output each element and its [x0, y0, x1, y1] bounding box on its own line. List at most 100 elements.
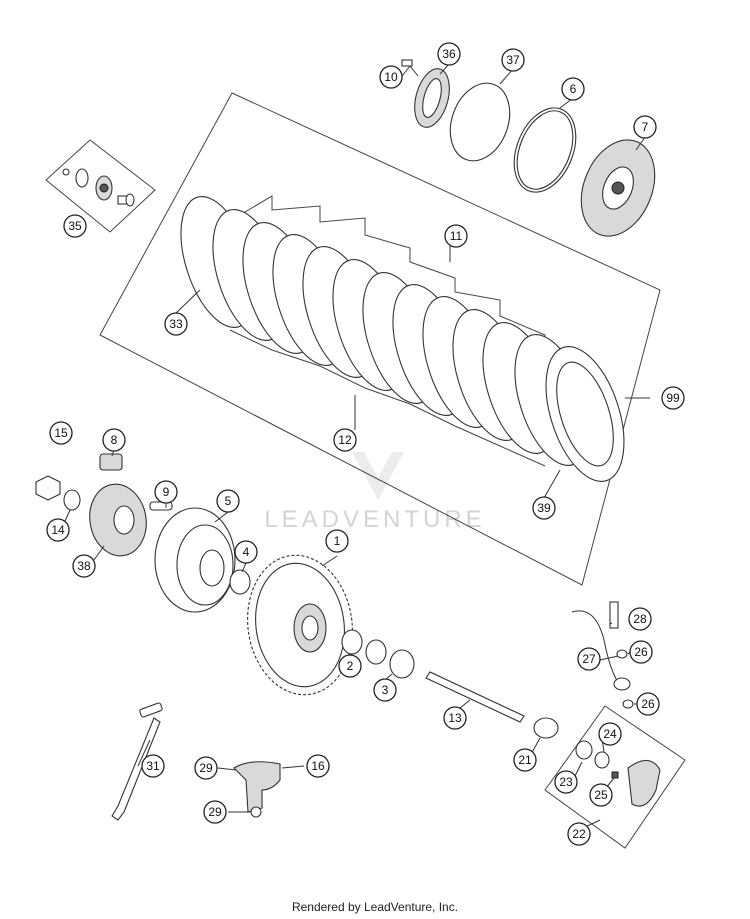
callout-1[interactable]: 1 — [325, 529, 349, 553]
callout-label: 10 — [384, 70, 398, 84]
callout-31[interactable]: 31 — [141, 754, 165, 778]
callout-28[interactable]: 28 — [628, 607, 652, 631]
callout-circle — [338, 654, 362, 678]
callout-circle — [154, 480, 178, 504]
small-parts-kit-35 — [45, 139, 156, 233]
callout-circle — [102, 428, 126, 452]
callout-circle — [633, 115, 657, 139]
callout-14[interactable]: 14 — [46, 518, 70, 542]
callout-label: 24 — [603, 727, 617, 741]
callout-label: 25 — [594, 788, 608, 802]
bushing-and-pushrod — [341, 629, 525, 723]
callout-circle — [49, 421, 73, 445]
callout-circle — [46, 518, 70, 542]
callout-circle — [373, 678, 397, 702]
callout-label: 28 — [633, 612, 647, 626]
callout-circle — [567, 822, 591, 846]
callout-label: 8 — [111, 433, 118, 447]
callout-7[interactable]: 7 — [633, 115, 657, 139]
callout-label: 38 — [77, 559, 91, 573]
callout-13[interactable]: 13 — [443, 706, 467, 730]
plate-kit-frame — [99, 92, 661, 586]
callout-label: 26 — [634, 645, 648, 659]
callout-5[interactable]: 5 — [216, 489, 240, 513]
primary-gear — [247, 554, 353, 696]
callout-circle — [636, 692, 660, 716]
plate-group-bracket — [227, 195, 593, 467]
callout-label: 35 — [68, 219, 82, 233]
callout-29[interactable]: 29 — [203, 800, 227, 824]
callout-label: 39 — [537, 501, 551, 515]
callout-2[interactable]: 2 — [338, 654, 362, 678]
callout-label: 5 — [225, 494, 232, 508]
callout-circle — [598, 722, 622, 746]
callout-circle — [216, 489, 240, 513]
callout-26[interactable]: 26 — [629, 640, 653, 664]
callout-label: 2 — [347, 659, 354, 673]
callout-label: 23 — [559, 775, 573, 789]
callout-16[interactable]: 16 — [306, 754, 330, 778]
callout-10[interactable]: 10 — [379, 65, 403, 89]
callout-label: 36 — [442, 47, 456, 61]
callout-label: 37 — [506, 53, 520, 67]
callout-9[interactable]: 9 — [154, 480, 178, 504]
callout-15[interactable]: 15 — [49, 421, 73, 445]
callout-21[interactable]: 21 — [513, 748, 537, 772]
callout-label: 16 — [311, 759, 325, 773]
callout-label: 9 — [163, 485, 170, 499]
callout-label: 1 — [334, 534, 341, 548]
callout-label: 6 — [570, 82, 577, 96]
callout-26[interactable]: 26 — [636, 692, 660, 716]
callout-circle — [501, 48, 525, 72]
callout-circle — [589, 783, 613, 807]
clutch-plate-stack — [180, 196, 625, 482]
callout-label: 4 — [243, 545, 250, 559]
callout-27[interactable]: 27 — [577, 647, 601, 671]
callout-39[interactable]: 39 — [532, 496, 556, 520]
callout-3[interactable]: 3 — [373, 678, 397, 702]
callout-label: 3 — [382, 683, 389, 697]
callout-11[interactable]: 11 — [444, 224, 468, 248]
callout-12[interactable]: 12 — [333, 428, 357, 452]
callout-label: 12 — [338, 433, 352, 447]
callout-22[interactable]: 22 — [567, 822, 591, 846]
callout-4[interactable]: 4 — [234, 540, 258, 564]
callout-24[interactable]: 24 — [598, 722, 622, 746]
callout-38[interactable]: 38 — [72, 554, 96, 578]
upper-parts — [401, 59, 656, 237]
callout-label: 22 — [572, 827, 586, 841]
callout-35[interactable]: 35 — [63, 214, 87, 238]
callout-circle — [561, 77, 585, 101]
callout-6[interactable]: 6 — [561, 77, 585, 101]
callout-circle — [72, 554, 96, 578]
callout-37[interactable]: 37 — [501, 48, 525, 72]
callout-29[interactable]: 29 — [194, 756, 218, 780]
callout-23[interactable]: 23 — [554, 770, 578, 794]
callout-circle — [443, 706, 467, 730]
callout-label: 21 — [518, 753, 532, 767]
inner-hub-group — [154, 507, 251, 613]
left-hub-group — [35, 453, 173, 557]
callout-8[interactable]: 8 — [102, 428, 126, 452]
callout-label: 26 — [641, 697, 655, 711]
callout-label: 7 — [642, 120, 649, 134]
callout-circle — [63, 214, 87, 238]
callout-label: 27 — [582, 652, 596, 666]
watermark: LEADVENTURE — [264, 452, 485, 533]
callout-label: 29 — [199, 761, 213, 775]
callout-circle — [661, 386, 685, 410]
callout-36[interactable]: 36 — [437, 42, 461, 66]
callout-33[interactable]: 33 — [164, 312, 188, 336]
callout-circle — [306, 754, 330, 778]
callout-label: 31 — [146, 759, 160, 773]
callout-99[interactable]: 99 — [661, 386, 685, 410]
watermark-text: LEADVENTURE — [264, 506, 485, 533]
callout-circle — [333, 428, 357, 452]
cover-plate — [233, 761, 281, 818]
callout-label: 11 — [450, 229, 463, 243]
callout-circle — [532, 496, 556, 520]
callout-label: 99 — [666, 391, 680, 405]
callout-label: 29 — [208, 805, 222, 819]
callout-25[interactable]: 25 — [589, 783, 613, 807]
